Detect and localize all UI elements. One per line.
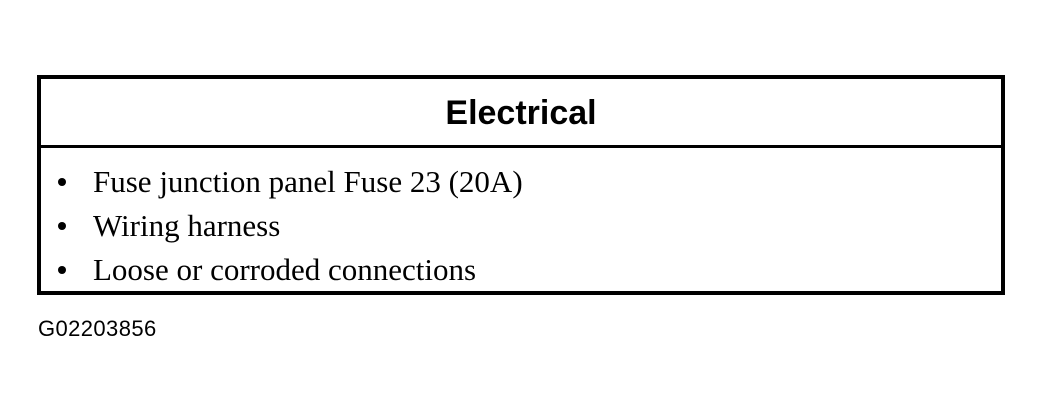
list-item: Fuse junction panel Fuse 23 (20A): [41, 160, 1001, 204]
bullet-dot-icon: [58, 266, 66, 274]
possible-causes-table: Electrical Fuse junction panel Fuse 23 (…: [37, 75, 1005, 295]
bullet-dot-icon: [58, 178, 66, 186]
header-divider-rule: [41, 145, 1001, 148]
table-title: Electrical: [445, 94, 597, 132]
figure-caption: G02203856: [38, 316, 157, 341]
list-item-label: Fuse junction panel Fuse 23 (20A): [93, 164, 523, 199]
list-item-label: Loose or corroded connections: [93, 252, 477, 287]
cause-list: Fuse junction panel Fuse 23 (20A) Wiring…: [41, 160, 1001, 292]
list-item-label: Wiring harness: [93, 208, 281, 243]
table-body: Fuse junction panel Fuse 23 (20A) Wiring…: [41, 148, 1001, 291]
list-item: Wiring harness: [41, 204, 1001, 248]
table-header: Electrical: [41, 79, 1001, 145]
list-item: Loose or corroded connections: [41, 248, 1001, 292]
bullet-dot-icon: [58, 222, 66, 230]
